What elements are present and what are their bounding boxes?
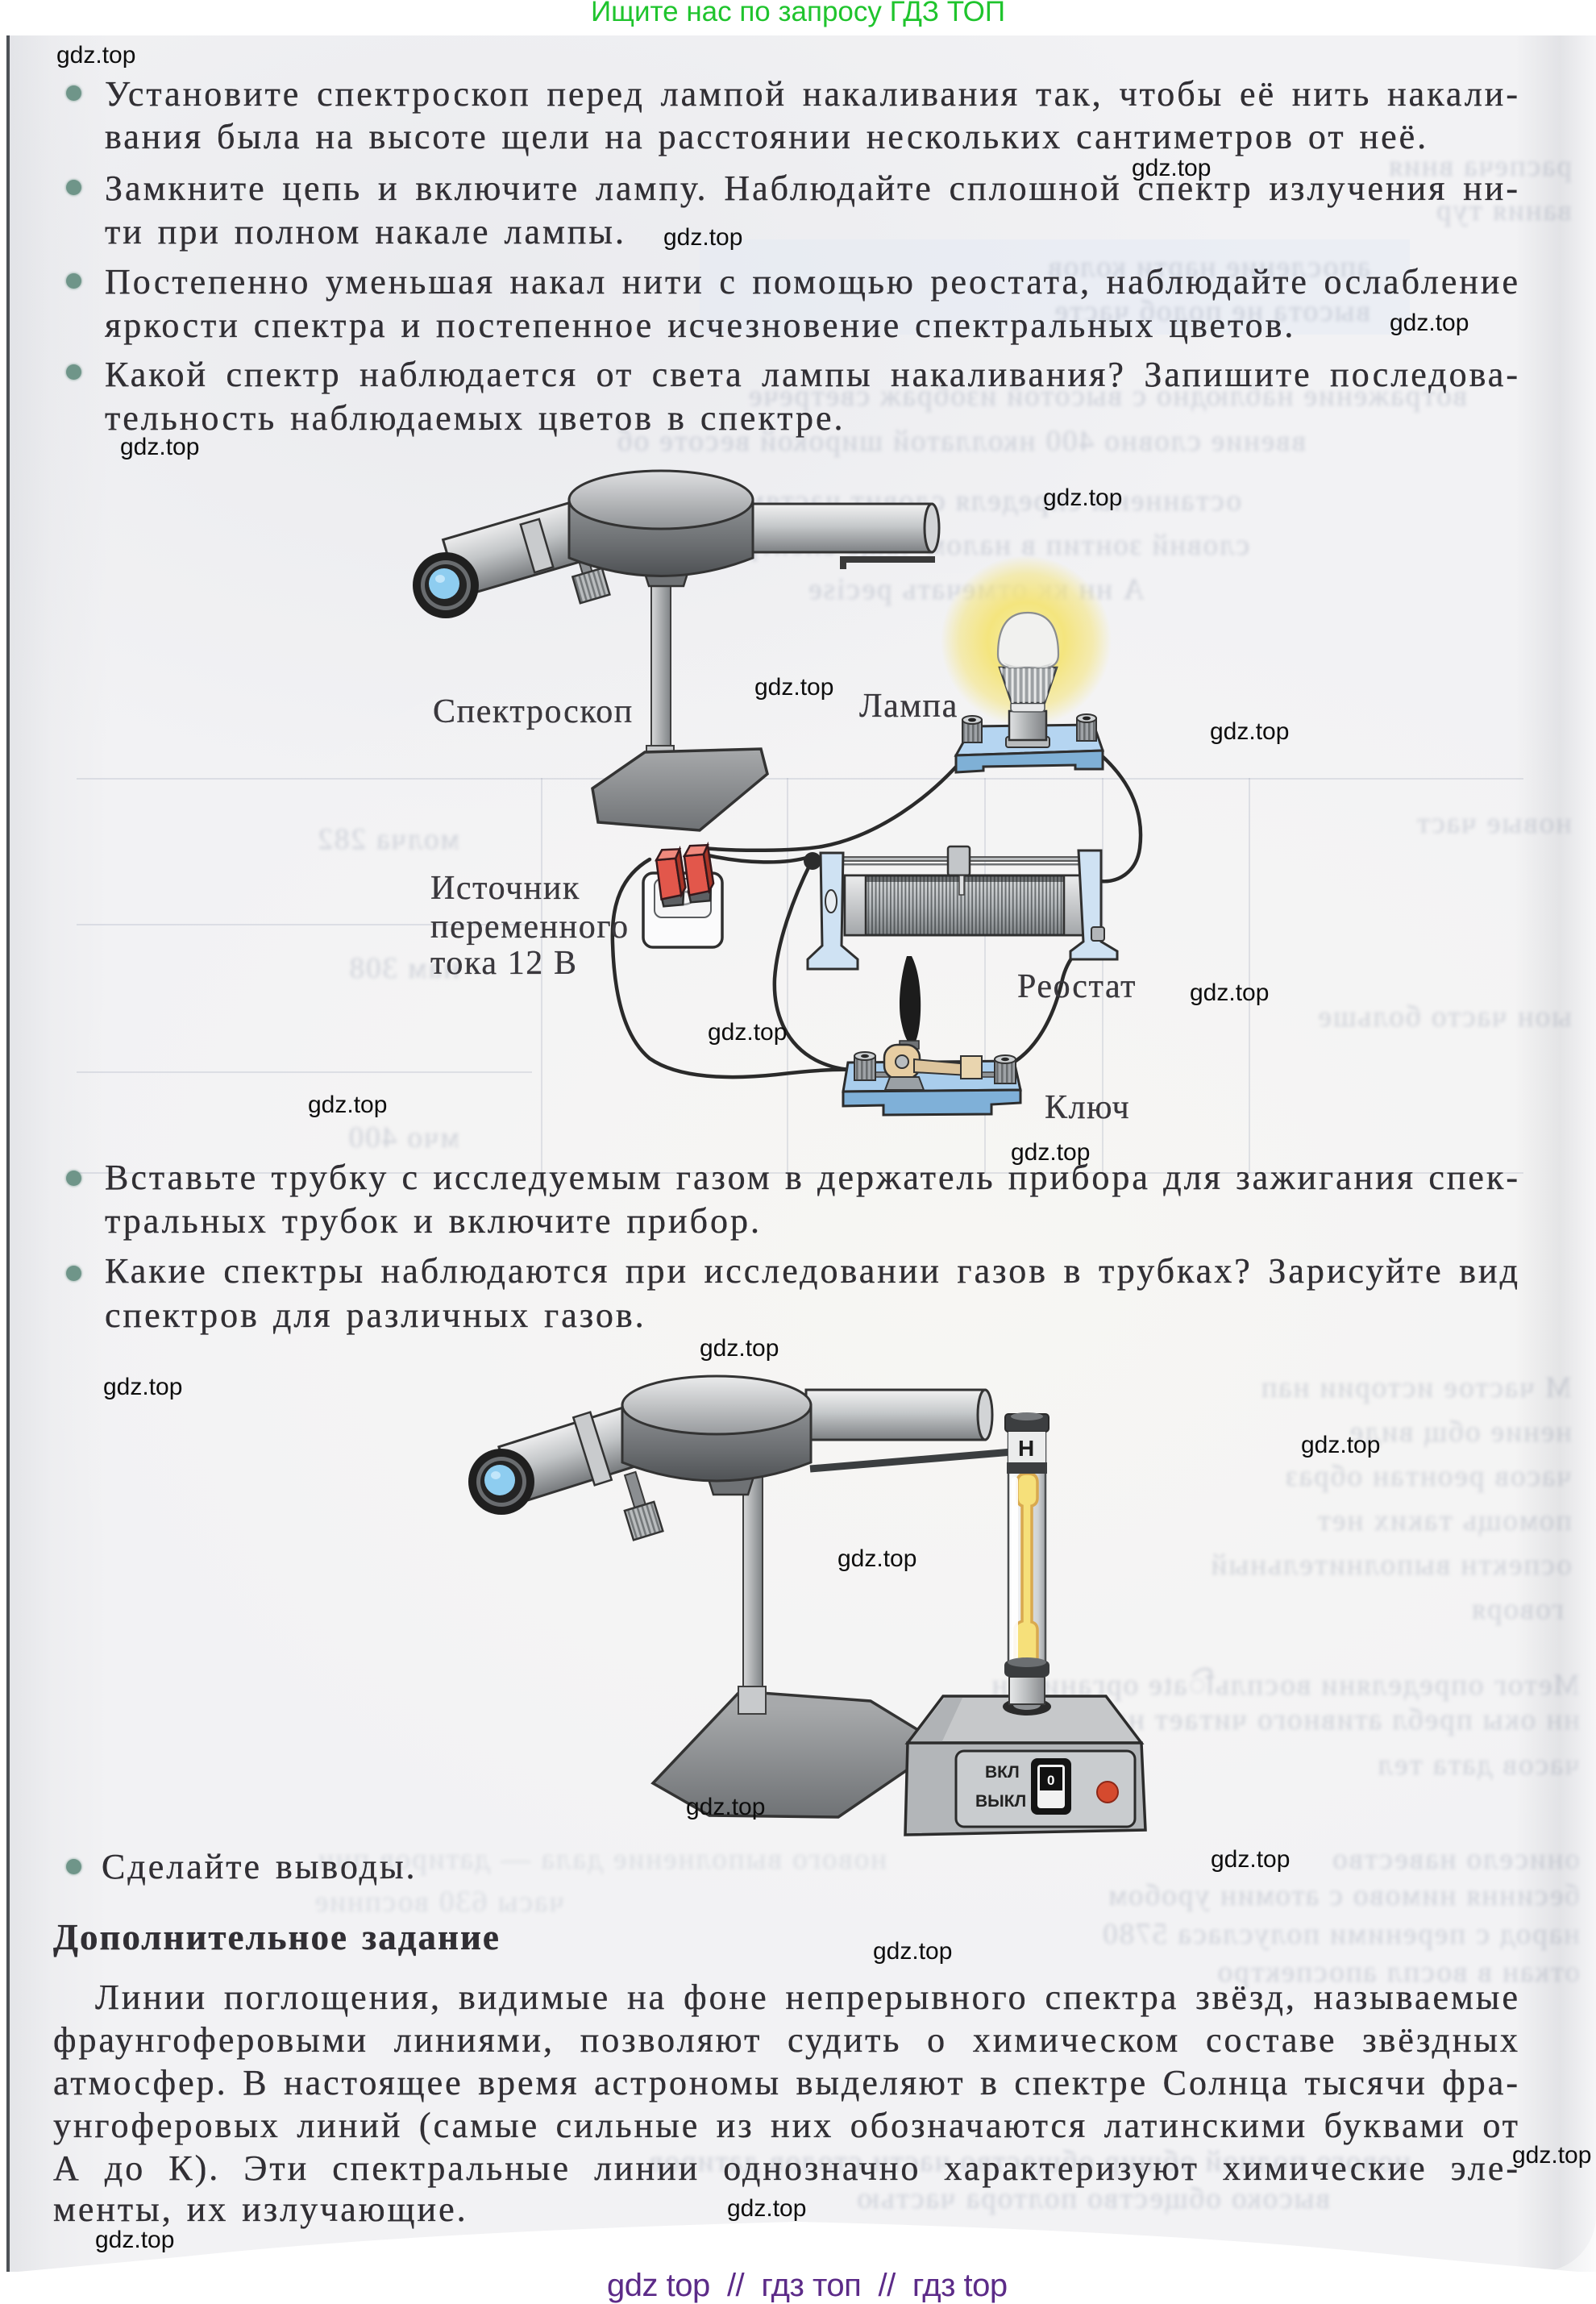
svg-text:ВЫКЛ: ВЫКЛ	[975, 1792, 1026, 1811]
svg-text:0: 0	[1047, 1773, 1054, 1788]
svg-text:H: H	[1018, 1436, 1034, 1461]
svg-text:ВКЛ: ВКЛ	[985, 1763, 1020, 1782]
